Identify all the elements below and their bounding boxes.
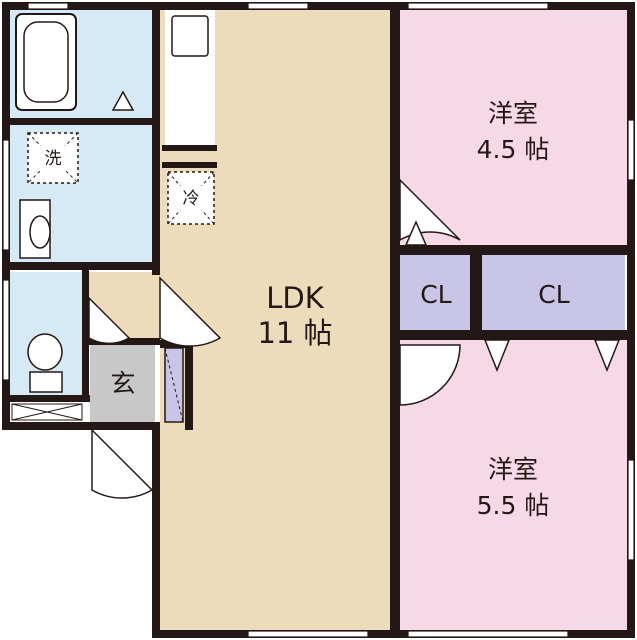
western1-size: 4.5 帖 bbox=[477, 135, 550, 164]
closet-markers bbox=[404, 220, 621, 373]
washer-label: 洗 bbox=[45, 149, 62, 169]
ldk-name: LDK bbox=[266, 281, 324, 315]
closet1-fill bbox=[400, 255, 470, 330]
western2-size: 5.5 帖 bbox=[477, 491, 550, 520]
closet2-label: CL bbox=[538, 280, 569, 309]
western1-fill bbox=[400, 10, 629, 248]
ldk-size: 11 帖 bbox=[257, 316, 332, 350]
entrance-label: 玄 bbox=[110, 369, 135, 398]
closet2-fill bbox=[482, 255, 625, 330]
western2-name: 洋室 bbox=[488, 455, 538, 484]
washer-box bbox=[27, 132, 79, 184]
closet1-label: CL bbox=[420, 280, 451, 309]
western1-name: 洋室 bbox=[488, 99, 538, 128]
kitchen-sink bbox=[171, 15, 209, 57]
entrance-fill bbox=[90, 345, 155, 425]
fridge-label: 冷 bbox=[183, 189, 200, 209]
toilet bbox=[27, 333, 63, 371]
bathtub bbox=[15, 13, 77, 111]
door-swings bbox=[88, 90, 461, 499]
